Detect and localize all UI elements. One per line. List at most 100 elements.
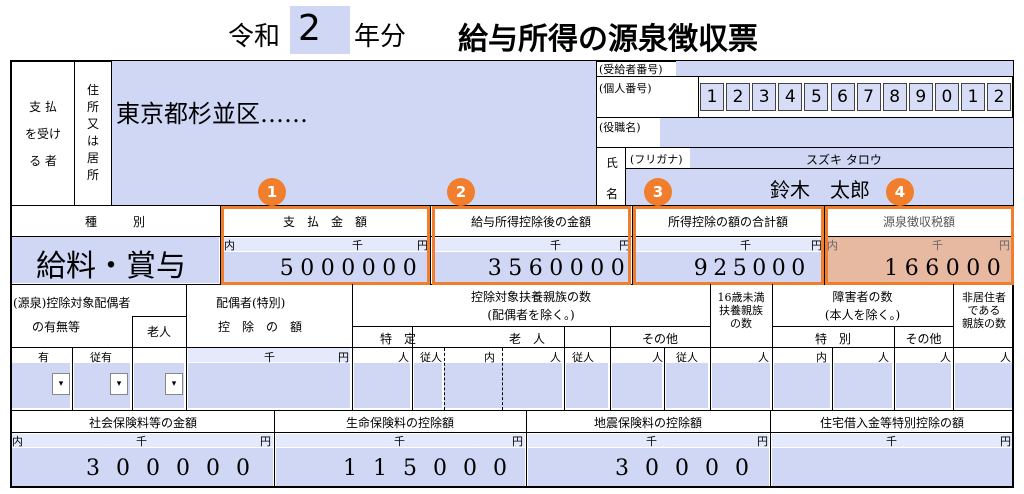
- name-value: 鈴木 太郎: [770, 178, 870, 202]
- name-field[interactable]: [626, 169, 1013, 205]
- payment-amount-digit: 0: [382, 256, 397, 281]
- special-label: 特 別: [814, 332, 851, 346]
- en-unit: 円: [338, 351, 349, 364]
- quake-insurance-label: 地震保険料の控除額: [593, 416, 702, 430]
- after-deduction-field[interactable]: [434, 252, 630, 283]
- deduction-total-digit: 0: [791, 256, 806, 281]
- life-insurance-field[interactable]: [276, 448, 525, 486]
- special-count-field[interactable]: [774, 363, 830, 408]
- name-label-2: 名: [606, 187, 619, 201]
- ins-en-2: 円: [512, 435, 523, 448]
- ins-en-1: 円: [260, 435, 271, 448]
- furigana-field[interactable]: [690, 148, 1013, 168]
- highlight-box-2: [432, 206, 631, 285]
- elderly-label: 老人: [147, 325, 172, 339]
- life-insurance-digit: 0: [493, 456, 507, 481]
- deps-label-2: (配偶者を除く。): [487, 308, 575, 322]
- social-insurance-field[interactable]: [12, 448, 273, 486]
- disabled-other-field[interactable]: [896, 363, 951, 408]
- withholding-field[interactable]: [826, 237, 1012, 283]
- housing-loan-label: 住宅借入金等特別控除の額: [819, 416, 964, 430]
- under16-field[interactable]: [712, 363, 770, 408]
- personal-number-digit[interactable]: 7: [856, 83, 881, 111]
- nonres-label: 非居住者 である 親族の数: [962, 291, 1006, 330]
- personal-number-digit[interactable]: 4: [778, 83, 803, 111]
- life-insurance-digit: 0: [463, 456, 477, 481]
- nin-unit-2: 人: [550, 351, 561, 364]
- deduction-total-digit: 0: [771, 256, 786, 281]
- type-label: 種 別: [84, 215, 145, 229]
- position-field[interactable]: [660, 118, 1013, 147]
- sen-unit: 千: [264, 351, 275, 364]
- recipient-no-field[interactable]: [676, 61, 1013, 76]
- personal-number-digit[interactable]: 2: [726, 83, 751, 111]
- payment-amount-digit: 5: [279, 256, 294, 281]
- deduction-total-digit: 5: [732, 256, 747, 281]
- personal-number-digit[interactable]: 1: [961, 83, 985, 111]
- personal-number-digit[interactable]: 2: [987, 83, 1012, 111]
- nin-unit-4: 人: [758, 351, 769, 364]
- ins-en-3: 円: [757, 435, 768, 448]
- col3-en: 円: [811, 239, 822, 252]
- spouse-special-label-1: 配偶者(特別): [216, 296, 286, 310]
- col2-sen: 千: [550, 239, 561, 252]
- specific-count-field[interactable]: [354, 363, 410, 408]
- personal-number-digit[interactable]: 9: [908, 83, 933, 111]
- quake-insurance-digit: 0: [705, 456, 719, 481]
- type-field[interactable]: [12, 237, 219, 283]
- spouse-yes-dropdown[interactable]: ▾: [52, 373, 70, 395]
- after-deduction-digit: 0: [610, 256, 625, 281]
- specific-follow-field[interactable]: [414, 363, 442, 408]
- deduction-total-field[interactable]: [636, 252, 822, 283]
- special-inner-field[interactable]: [834, 363, 892, 408]
- personal-number-digit[interactable]: 3: [752, 83, 777, 111]
- elderly-dropdown[interactable]: ▾: [165, 373, 183, 395]
- nonres-field[interactable]: [955, 363, 1012, 408]
- spouse-follow-dropdown[interactable]: ▾: [110, 373, 128, 395]
- withholding-digit: 0: [986, 256, 1001, 281]
- ins-sen-4: 千: [886, 435, 897, 448]
- year-value: 2: [298, 8, 321, 49]
- nin-unit-6: 人: [940, 351, 951, 364]
- quake-insurance-digit: 0: [675, 456, 689, 481]
- nin-unit-5: 人: [878, 351, 889, 364]
- junin-unit-2: 従人: [572, 351, 594, 364]
- life-insurance-digit: 1: [373, 456, 387, 481]
- quake-insurance-digit: 3: [615, 456, 629, 481]
- col4-label: 源泉徴収税額: [882, 215, 955, 229]
- spouse-special-label-2: 控 除 の 額: [218, 320, 303, 334]
- uchi-unit-2: 内: [816, 351, 827, 364]
- old-follow-field[interactable]: [566, 363, 608, 408]
- spouse-special-field[interactable]: [188, 363, 350, 408]
- personal-number-digit[interactable]: 5: [804, 83, 829, 111]
- year-field[interactable]: [290, 6, 350, 54]
- quake-insurance-field[interactable]: [528, 448, 769, 486]
- personal-number-digit[interactable]: 8: [882, 83, 907, 111]
- furigana-label: (フリガナ): [630, 153, 683, 166]
- nin-unit-7: 人: [1000, 351, 1011, 364]
- other-count-field[interactable]: [612, 363, 662, 408]
- personal-number-digit[interactable]: 6: [830, 83, 855, 111]
- page-title: 給与所得の源泉徴収票: [458, 22, 758, 57]
- life-insurance-digit: 1: [343, 456, 357, 481]
- personal-number-digit[interactable]: 1: [700, 83, 724, 111]
- badge-2: 2: [447, 178, 475, 206]
- address-field[interactable]: [112, 61, 596, 205]
- quake-insurance-digit: 0: [645, 456, 659, 481]
- withholding-digit: 0: [945, 256, 960, 281]
- type-value: 給料・賞与: [36, 249, 186, 284]
- after-deduction-digit: 0: [590, 256, 605, 281]
- col4-uchi: 内: [827, 239, 838, 252]
- ins-sen-3: 千: [646, 435, 657, 448]
- spouse-exempt-label-1: (源泉)控除対象配偶者: [13, 296, 131, 310]
- other-follow-field[interactable]: [666, 363, 708, 408]
- payment-amount-field[interactable]: [224, 252, 428, 283]
- col1-uchi: 内: [224, 239, 235, 252]
- payment-amount-digit: 0: [341, 256, 356, 281]
- housing-loan-field[interactable]: [772, 448, 1012, 486]
- social-insurance-digit: 0: [206, 456, 220, 481]
- old-count-field[interactable]: [444, 363, 562, 408]
- col2-label: 給与所得控除後の金額: [470, 215, 591, 229]
- personal-number-digit[interactable]: 0: [934, 83, 959, 111]
- other-label: その他: [641, 332, 678, 346]
